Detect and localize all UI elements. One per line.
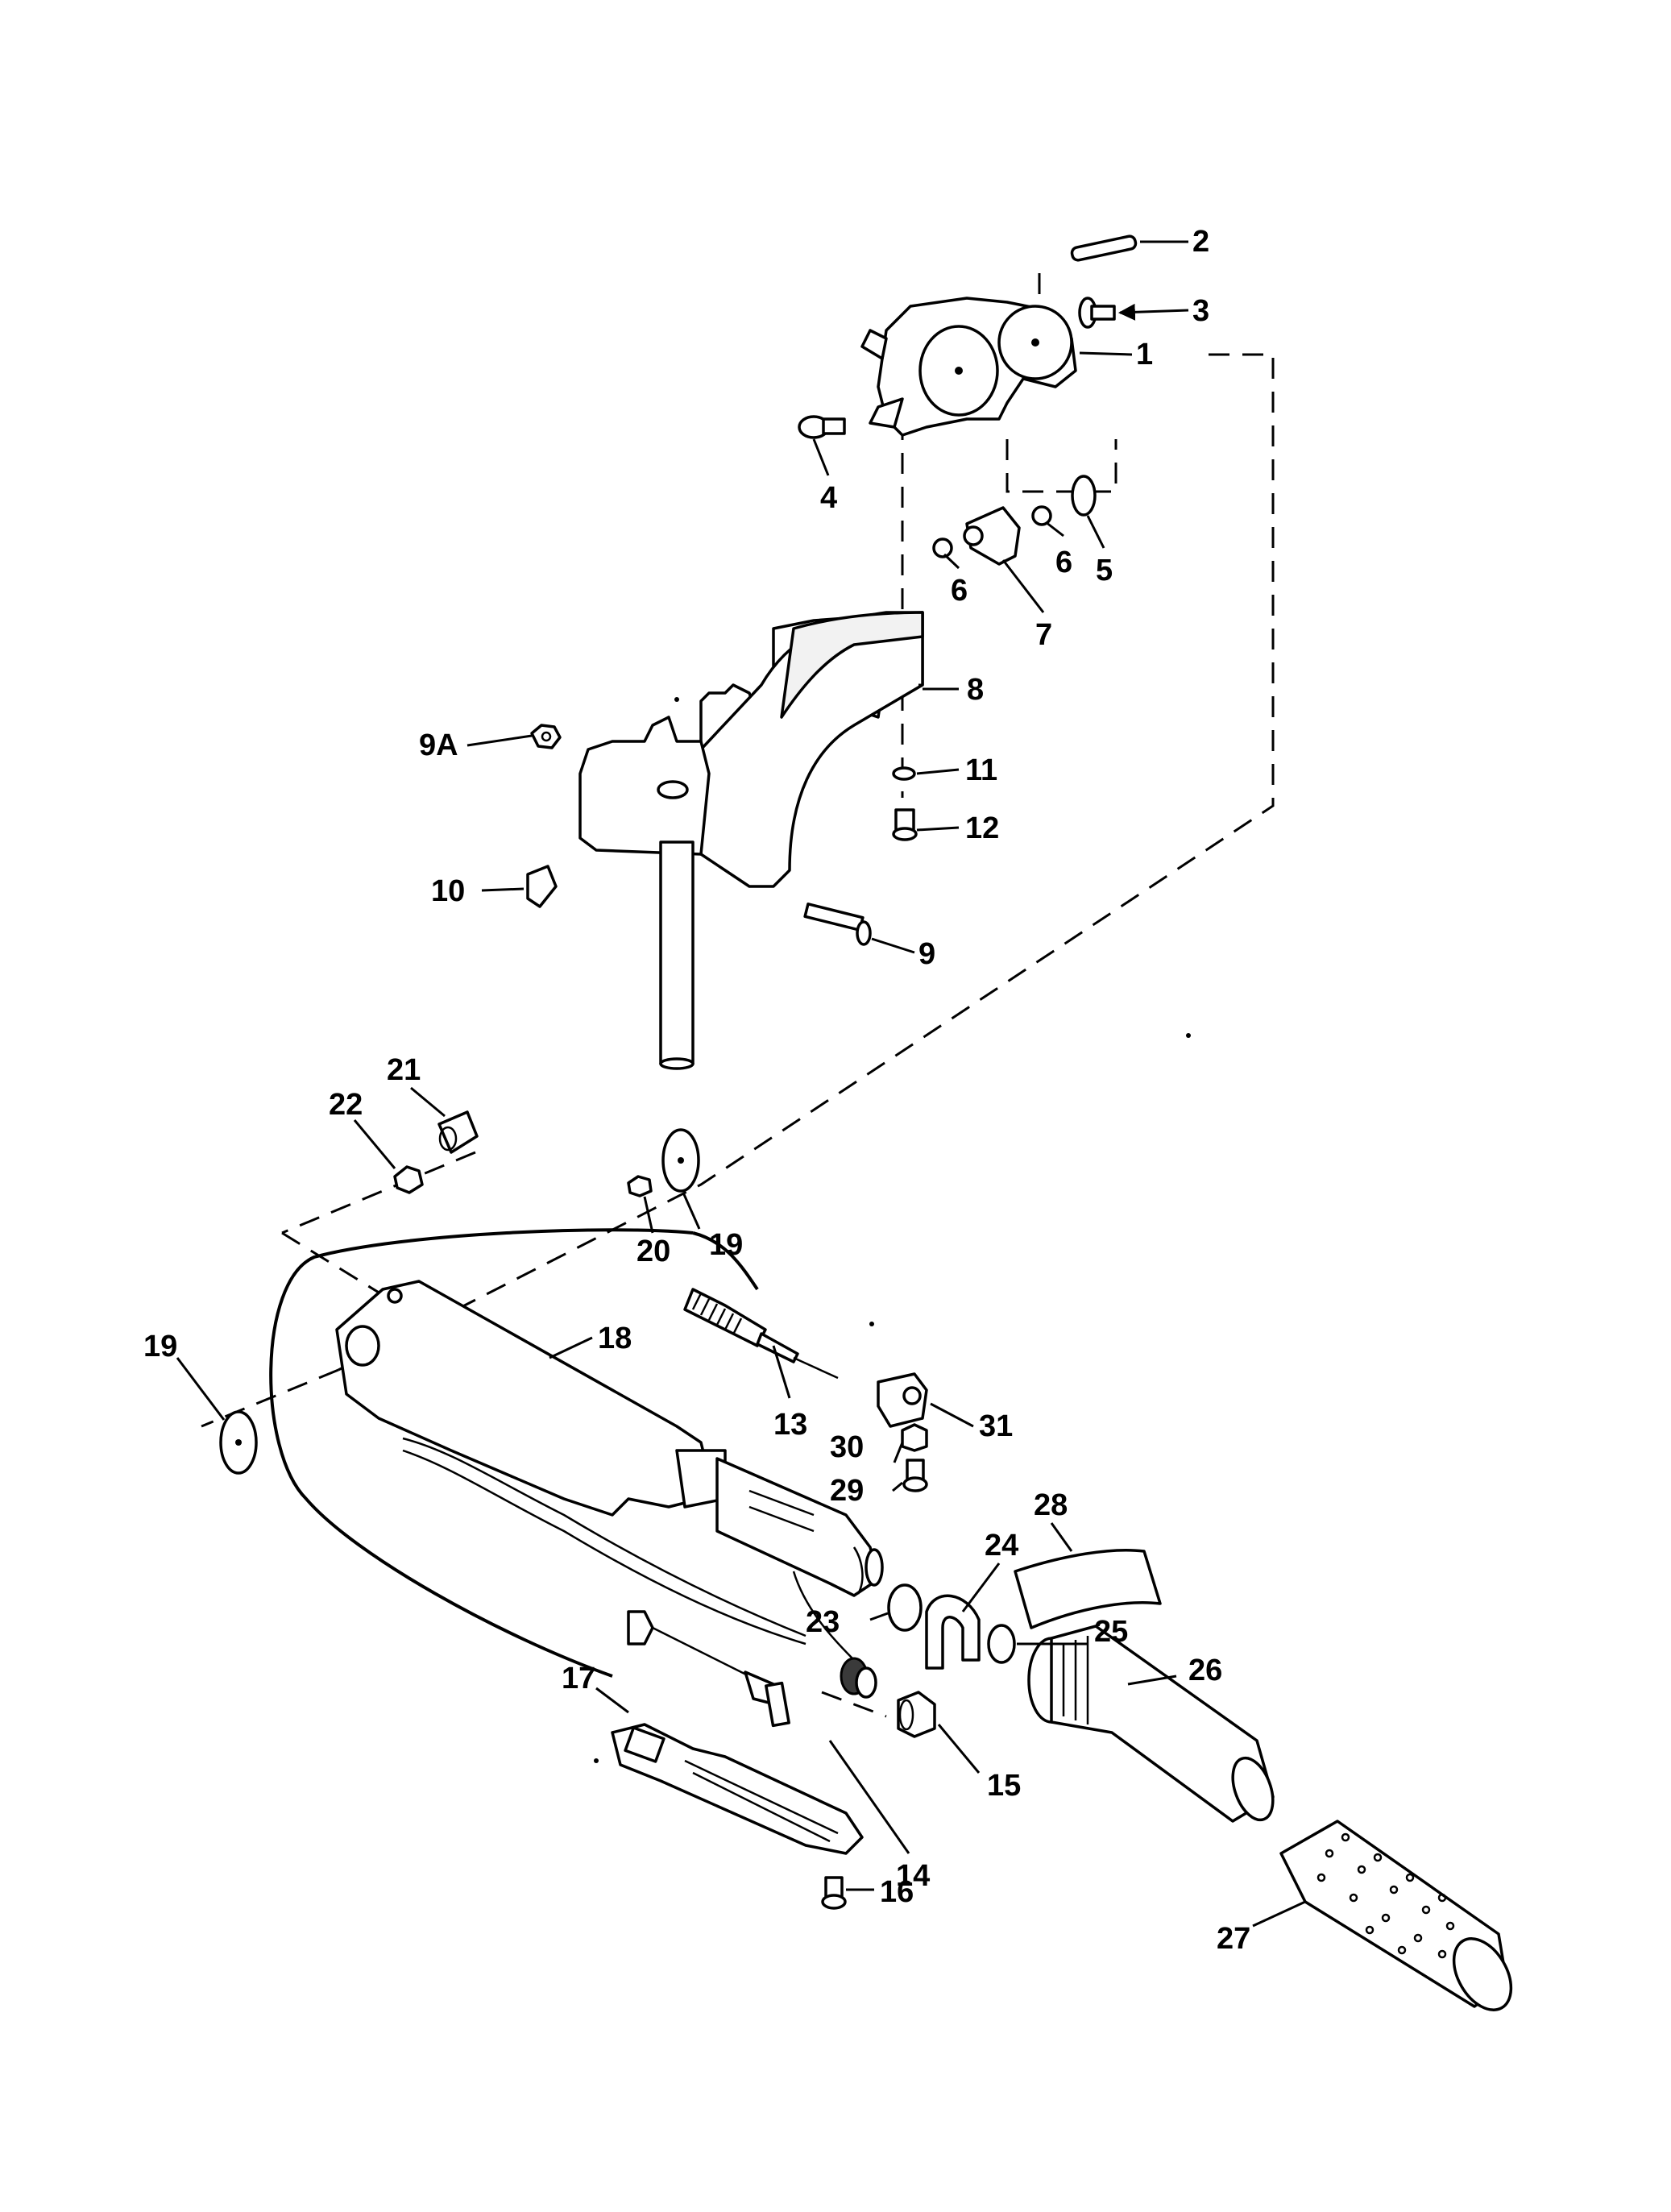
callout-labels: 1 2 3 4 5 6 6 7 8 9A 9 10 11 12 13 14 15… xyxy=(143,225,1250,1956)
callout-30: 30 xyxy=(830,1430,864,1464)
callout-23: 23 xyxy=(806,1605,840,1639)
callout-9: 9 xyxy=(918,937,935,971)
part-21-fitting xyxy=(437,1110,479,1154)
callout-2: 2 xyxy=(1192,225,1209,259)
callout-7: 7 xyxy=(1035,618,1052,652)
part-11-washer xyxy=(892,766,916,781)
part-16-screw xyxy=(821,1876,847,1910)
part-23-o-ring xyxy=(887,1583,923,1632)
part-9a-nut xyxy=(530,724,562,749)
part-29-screw xyxy=(902,1459,928,1492)
callout-18: 18 xyxy=(598,1322,632,1355)
callout-11: 11 xyxy=(965,753,997,787)
callout-9a: 9A xyxy=(419,728,458,762)
part-22-nut xyxy=(393,1165,424,1194)
part-27-grip xyxy=(1279,1820,1513,2011)
callout-16: 16 xyxy=(880,1875,914,1909)
callout-1: 1 xyxy=(1136,338,1153,371)
part-15-cap xyxy=(897,1691,936,1738)
callout-27: 27 xyxy=(1217,1922,1250,1956)
part-12-screw xyxy=(892,808,918,841)
part-4-screw xyxy=(798,415,846,439)
part-18-tiller-arm xyxy=(335,1280,884,1597)
callout-20: 20 xyxy=(636,1235,670,1268)
assembly-dashed-lines xyxy=(201,272,1275,1718)
callout-12: 12 xyxy=(965,811,999,845)
part-1-swivel-bracket xyxy=(860,297,1077,437)
part-2-pin xyxy=(1070,234,1138,262)
scan-specks xyxy=(594,697,1191,1763)
part-6-nut-b xyxy=(1031,505,1052,526)
callout-6a: 6 xyxy=(951,574,968,608)
part-8-swivel-arm xyxy=(578,611,924,1070)
callout-8: 8 xyxy=(967,673,984,707)
part-6-nut-a xyxy=(932,537,953,558)
callout-19b: 19 xyxy=(143,1330,177,1363)
part-9-bolt xyxy=(803,903,872,946)
callout-28: 28 xyxy=(1034,1488,1068,1522)
callout-25: 25 xyxy=(1094,1615,1128,1649)
callout-17: 17 xyxy=(562,1662,595,1695)
part-31-block xyxy=(877,1372,928,1428)
part-10-cap xyxy=(526,865,558,908)
callout-19a: 19 xyxy=(709,1228,743,1262)
callout-5: 5 xyxy=(1096,554,1113,587)
part-3-screw xyxy=(1078,297,1116,329)
callout-6b: 6 xyxy=(1055,546,1072,579)
callout-13: 13 xyxy=(773,1408,807,1442)
callout-14: 14 xyxy=(896,1859,930,1893)
part-20-nut xyxy=(627,1175,653,1197)
callout-21: 21 xyxy=(387,1053,421,1087)
part-24-u-clip xyxy=(925,1594,981,1670)
part-7-friction-plate xyxy=(963,506,1021,566)
part-25-o-ring xyxy=(987,1624,1016,1664)
leader-lines xyxy=(176,240,1306,1928)
part-19-washer-lower xyxy=(219,1410,258,1475)
callout-26: 26 xyxy=(1188,1654,1222,1687)
callout-24: 24 xyxy=(985,1529,1018,1563)
callout-4: 4 xyxy=(820,481,837,515)
callout-10: 10 xyxy=(431,874,465,908)
part-14-grommet xyxy=(840,1657,877,1699)
callout-15: 15 xyxy=(987,1769,1021,1803)
callout-22: 22 xyxy=(329,1088,363,1122)
part-28-strip xyxy=(1014,1548,1162,1629)
callout-3: 3 xyxy=(1192,294,1209,328)
part-26-throttle-housing xyxy=(1027,1625,1275,1823)
callout-29: 29 xyxy=(830,1474,864,1508)
part-30-nut xyxy=(901,1423,928,1452)
part-17-throttle-shaft xyxy=(611,1610,864,1855)
cables xyxy=(269,1228,855,1678)
callout-31: 31 xyxy=(979,1409,1013,1443)
part-19-washer-upper xyxy=(661,1128,700,1193)
part-5-ring xyxy=(1071,475,1097,517)
part-13-cable-end xyxy=(683,1288,839,1380)
